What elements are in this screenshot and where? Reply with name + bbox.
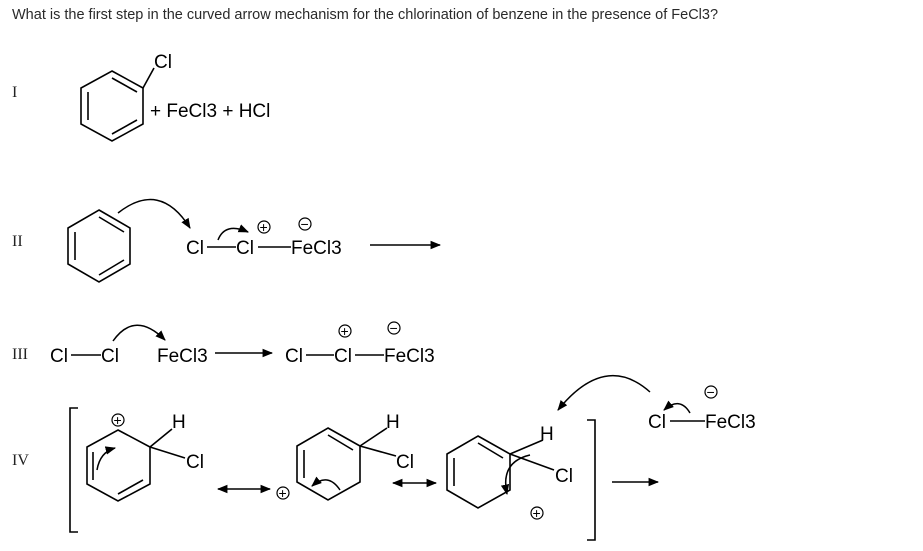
option-iv-h-2: H	[386, 412, 400, 433]
option-iv-numeral: IV	[12, 452, 29, 469]
svg-text:−: −	[707, 384, 715, 400]
option-ii-fecl3: FeCl3	[291, 238, 342, 259]
option-ii-structure: Cl Cl + FeCl3 −	[67, 198, 442, 283]
svg-text:+: +	[341, 323, 349, 339]
option-ii-numeral: II	[12, 233, 23, 250]
option-ii-minus-charge	[298, 217, 312, 231]
option-iv-structure: + H Cl + H Cl +	[69, 374, 756, 541]
svg-text:+: +	[533, 505, 541, 521]
option-iv-curved-arrow-2	[311, 476, 341, 491]
option-iii-cl-a: Cl	[50, 346, 68, 367]
svg-text:−: −	[301, 216, 309, 232]
option-iv-plus-2	[276, 486, 290, 500]
option-i-structure: Cl + FeCl3 + HCl	[80, 52, 270, 142]
option-iv-right-bracket	[587, 419, 596, 541]
benzene-ring-i	[80, 70, 144, 142]
option-ii-plus-charge	[257, 220, 271, 234]
option-iii-plus-charge	[338, 324, 352, 338]
svg-text:+: +	[279, 485, 287, 501]
option-ii-curved-arrow-1	[117, 198, 191, 229]
option-iii-cl-b: Cl	[101, 346, 119, 367]
option-iii-numeral: III	[12, 346, 28, 363]
option-iii-minus-charge	[387, 321, 401, 335]
option-iii-curved-arrow	[112, 324, 166, 342]
option-iv-curved-arrow-deprotonation	[557, 374, 651, 411]
svg-text:+: +	[260, 219, 268, 235]
option-iv-cl-1: Cl	[186, 452, 204, 473]
option-iv-left-bracket	[69, 407, 78, 533]
option-i-products: + FeCl3 + HCl	[150, 101, 270, 122]
option-iv-h-3: H	[540, 424, 554, 445]
option-iv-cl-complex: Cl	[648, 412, 666, 433]
benzene-ring-ii	[67, 209, 131, 283]
sigma-complex-1	[86, 429, 151, 502]
sigma-complex-3	[446, 435, 511, 509]
option-ii-cl-right: Cl	[236, 238, 254, 259]
option-iv-cl-2: Cl	[396, 452, 414, 473]
option-i-numeral: I	[12, 84, 18, 101]
option-iii-structure: Cl Cl FeCl3 Cl Cl + FeCl3 −	[50, 320, 435, 367]
svg-text:−: −	[390, 320, 398, 336]
option-ii-cl-left: Cl	[186, 238, 204, 259]
option-iv-fecl3-complex: FeCl3	[705, 412, 756, 433]
option-iv-h-1: H	[172, 412, 186, 433]
option-iv-cl-3: Cl	[555, 466, 573, 487]
option-iv-curved-arrow-1	[96, 446, 117, 471]
option-ii-curved-arrow-2	[217, 224, 249, 241]
option-iv-minus-charge	[704, 385, 718, 399]
question-text: What is the first step in the curved arr…	[12, 7, 719, 23]
option-i-cl: Cl	[154, 52, 172, 73]
option-iv-curved-arrow-3	[500, 454, 531, 496]
svg-text:+: +	[114, 412, 122, 428]
sigma-complex-2	[296, 427, 361, 501]
option-iv-plus-1	[111, 413, 125, 427]
option-iv-curved-arrow-complex	[663, 400, 691, 414]
option-iii-cl-d: Cl	[334, 346, 352, 367]
option-iii-fecl3-product: FeCl3	[384, 346, 435, 367]
option-iii-fecl3-reactant: FeCl3	[157, 346, 208, 367]
option-iv-plus-3	[530, 506, 544, 520]
option-iii-cl-c: Cl	[285, 346, 303, 367]
